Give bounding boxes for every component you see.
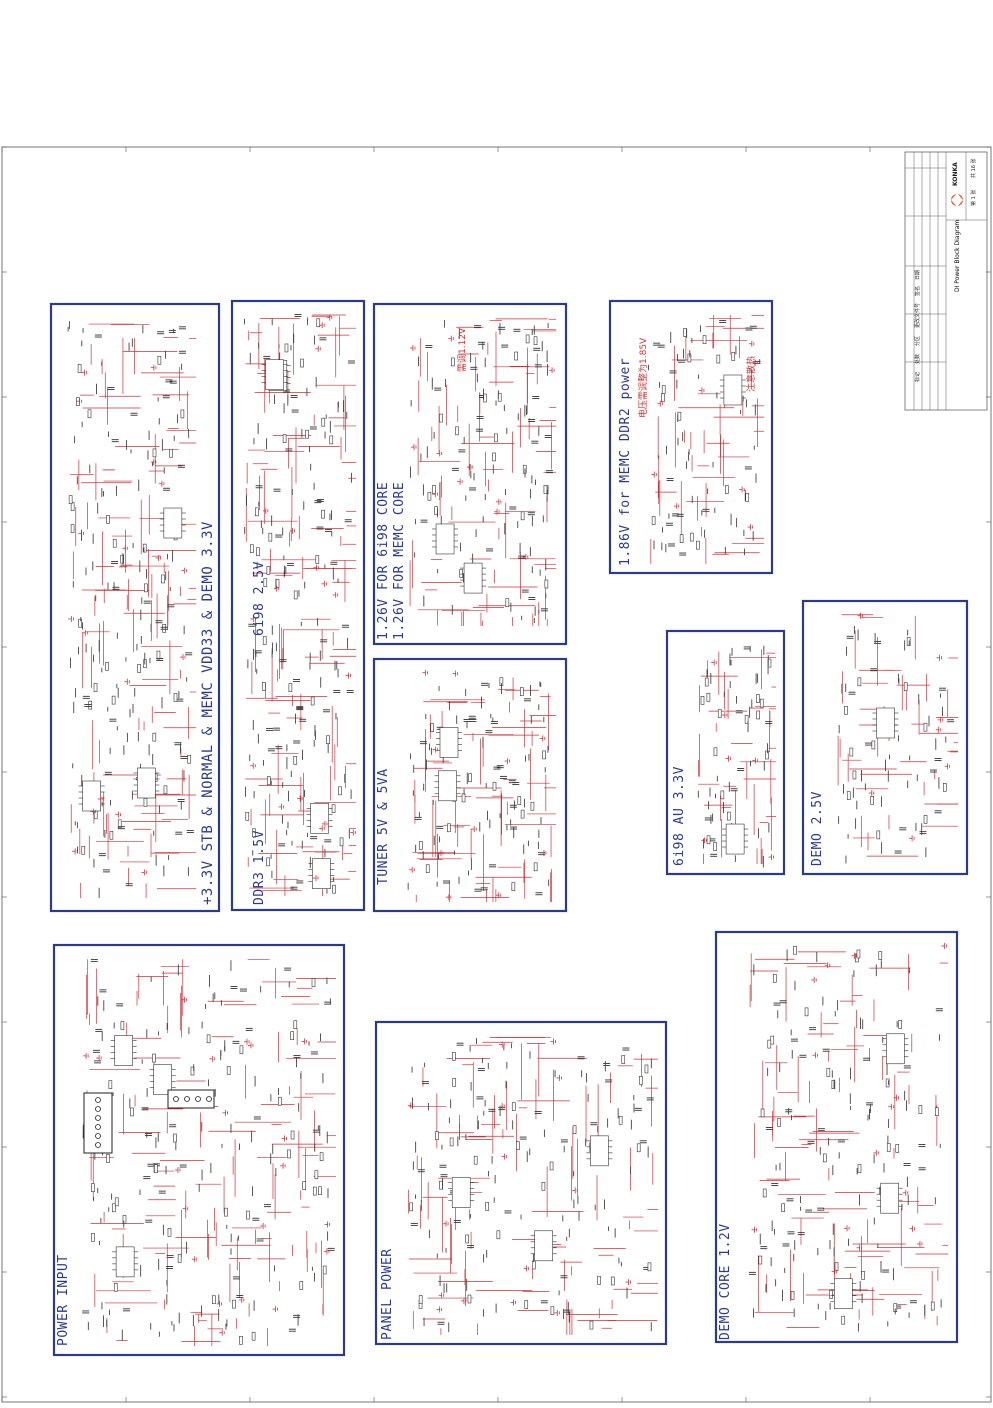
title-block-row-3: 更改文件号	[915, 302, 921, 328]
box-panel	[374, 1020, 668, 1346]
circuit-input	[82, 958, 336, 1346]
memc-note-voltage: 电压需调整为1.85V	[639, 337, 649, 418]
box-ddr3-ddr25	[230, 299, 366, 912]
title-block-row-0: 标记	[915, 371, 921, 382]
circuit-panel	[407, 1037, 658, 1335]
box-tuner	[372, 657, 568, 913]
power-connector	[83, 1092, 113, 1154]
block-title-core-6i98: 1.26V FOR 6i98 CORE	[376, 481, 391, 640]
box-au33	[665, 629, 786, 876]
block-title-memc: 1.86V for MEMC DDR2 power	[618, 357, 633, 566]
sheet-frame	[1, 146, 992, 1403]
box-core	[372, 302, 568, 646]
box-demo25	[801, 599, 969, 876]
title-block-sheet-no: 第 1 张	[971, 189, 977, 206]
block-title-panel: PANEL POWER	[380, 1248, 395, 1340]
block-title-tuner: TUNER 5V & 5VA	[376, 768, 391, 885]
box-memc	[608, 299, 774, 575]
block-title-core-memc: 1.26V FOR MEMC CORE	[392, 481, 407, 640]
circuit-au33	[697, 645, 776, 868]
title-block-row-2: 分区	[915, 335, 921, 346]
title-block-sheet-name: DI Power Block Diagram	[954, 219, 961, 292]
circuit-stb33	[67, 321, 196, 898]
circuit-ddr3	[245, 615, 356, 896]
title-block-sheet-total: 共 16 张	[971, 158, 977, 178]
title-block-row-1: 处数	[915, 353, 921, 364]
block-title-stb33: +3.3V STB & NORMAL & MEMC VDD33 & DEMO 3…	[200, 521, 216, 905]
block-title-input: POWER INPUT	[56, 1254, 71, 1346]
box-stb33	[49, 302, 221, 913]
block-title-demo12: DEMO CORE 1.2V	[718, 1223, 733, 1340]
block-title-demo25: DEMO 2.5V	[810, 791, 825, 866]
title-block-row-5: 日期	[915, 269, 921, 280]
block-title-ddr3: DDR3 1.5V	[252, 830, 267, 905]
box-demo12	[714, 930, 959, 1344]
core-note: 需调1.12V	[458, 327, 468, 372]
circuit-tuner	[407, 669, 556, 902]
block-title-ddr25: 6i98 2.5V	[252, 561, 267, 636]
circuit-memc	[648, 314, 764, 564]
block-title-au33: 6i98 AU 3.3V	[672, 766, 687, 866]
title-block-brand: KONKA	[952, 162, 959, 186]
circuit-core	[409, 318, 556, 626]
box-input	[52, 943, 346, 1357]
title-block-row-4: 签名	[915, 285, 921, 296]
memc-note-heat: 注意散热	[747, 355, 757, 392]
circuit-ddr25	[244, 314, 356, 602]
circuit-demo12	[748, 942, 948, 1332]
circuit-demo25	[837, 612, 958, 864]
standby-connector	[167, 1089, 215, 1109]
